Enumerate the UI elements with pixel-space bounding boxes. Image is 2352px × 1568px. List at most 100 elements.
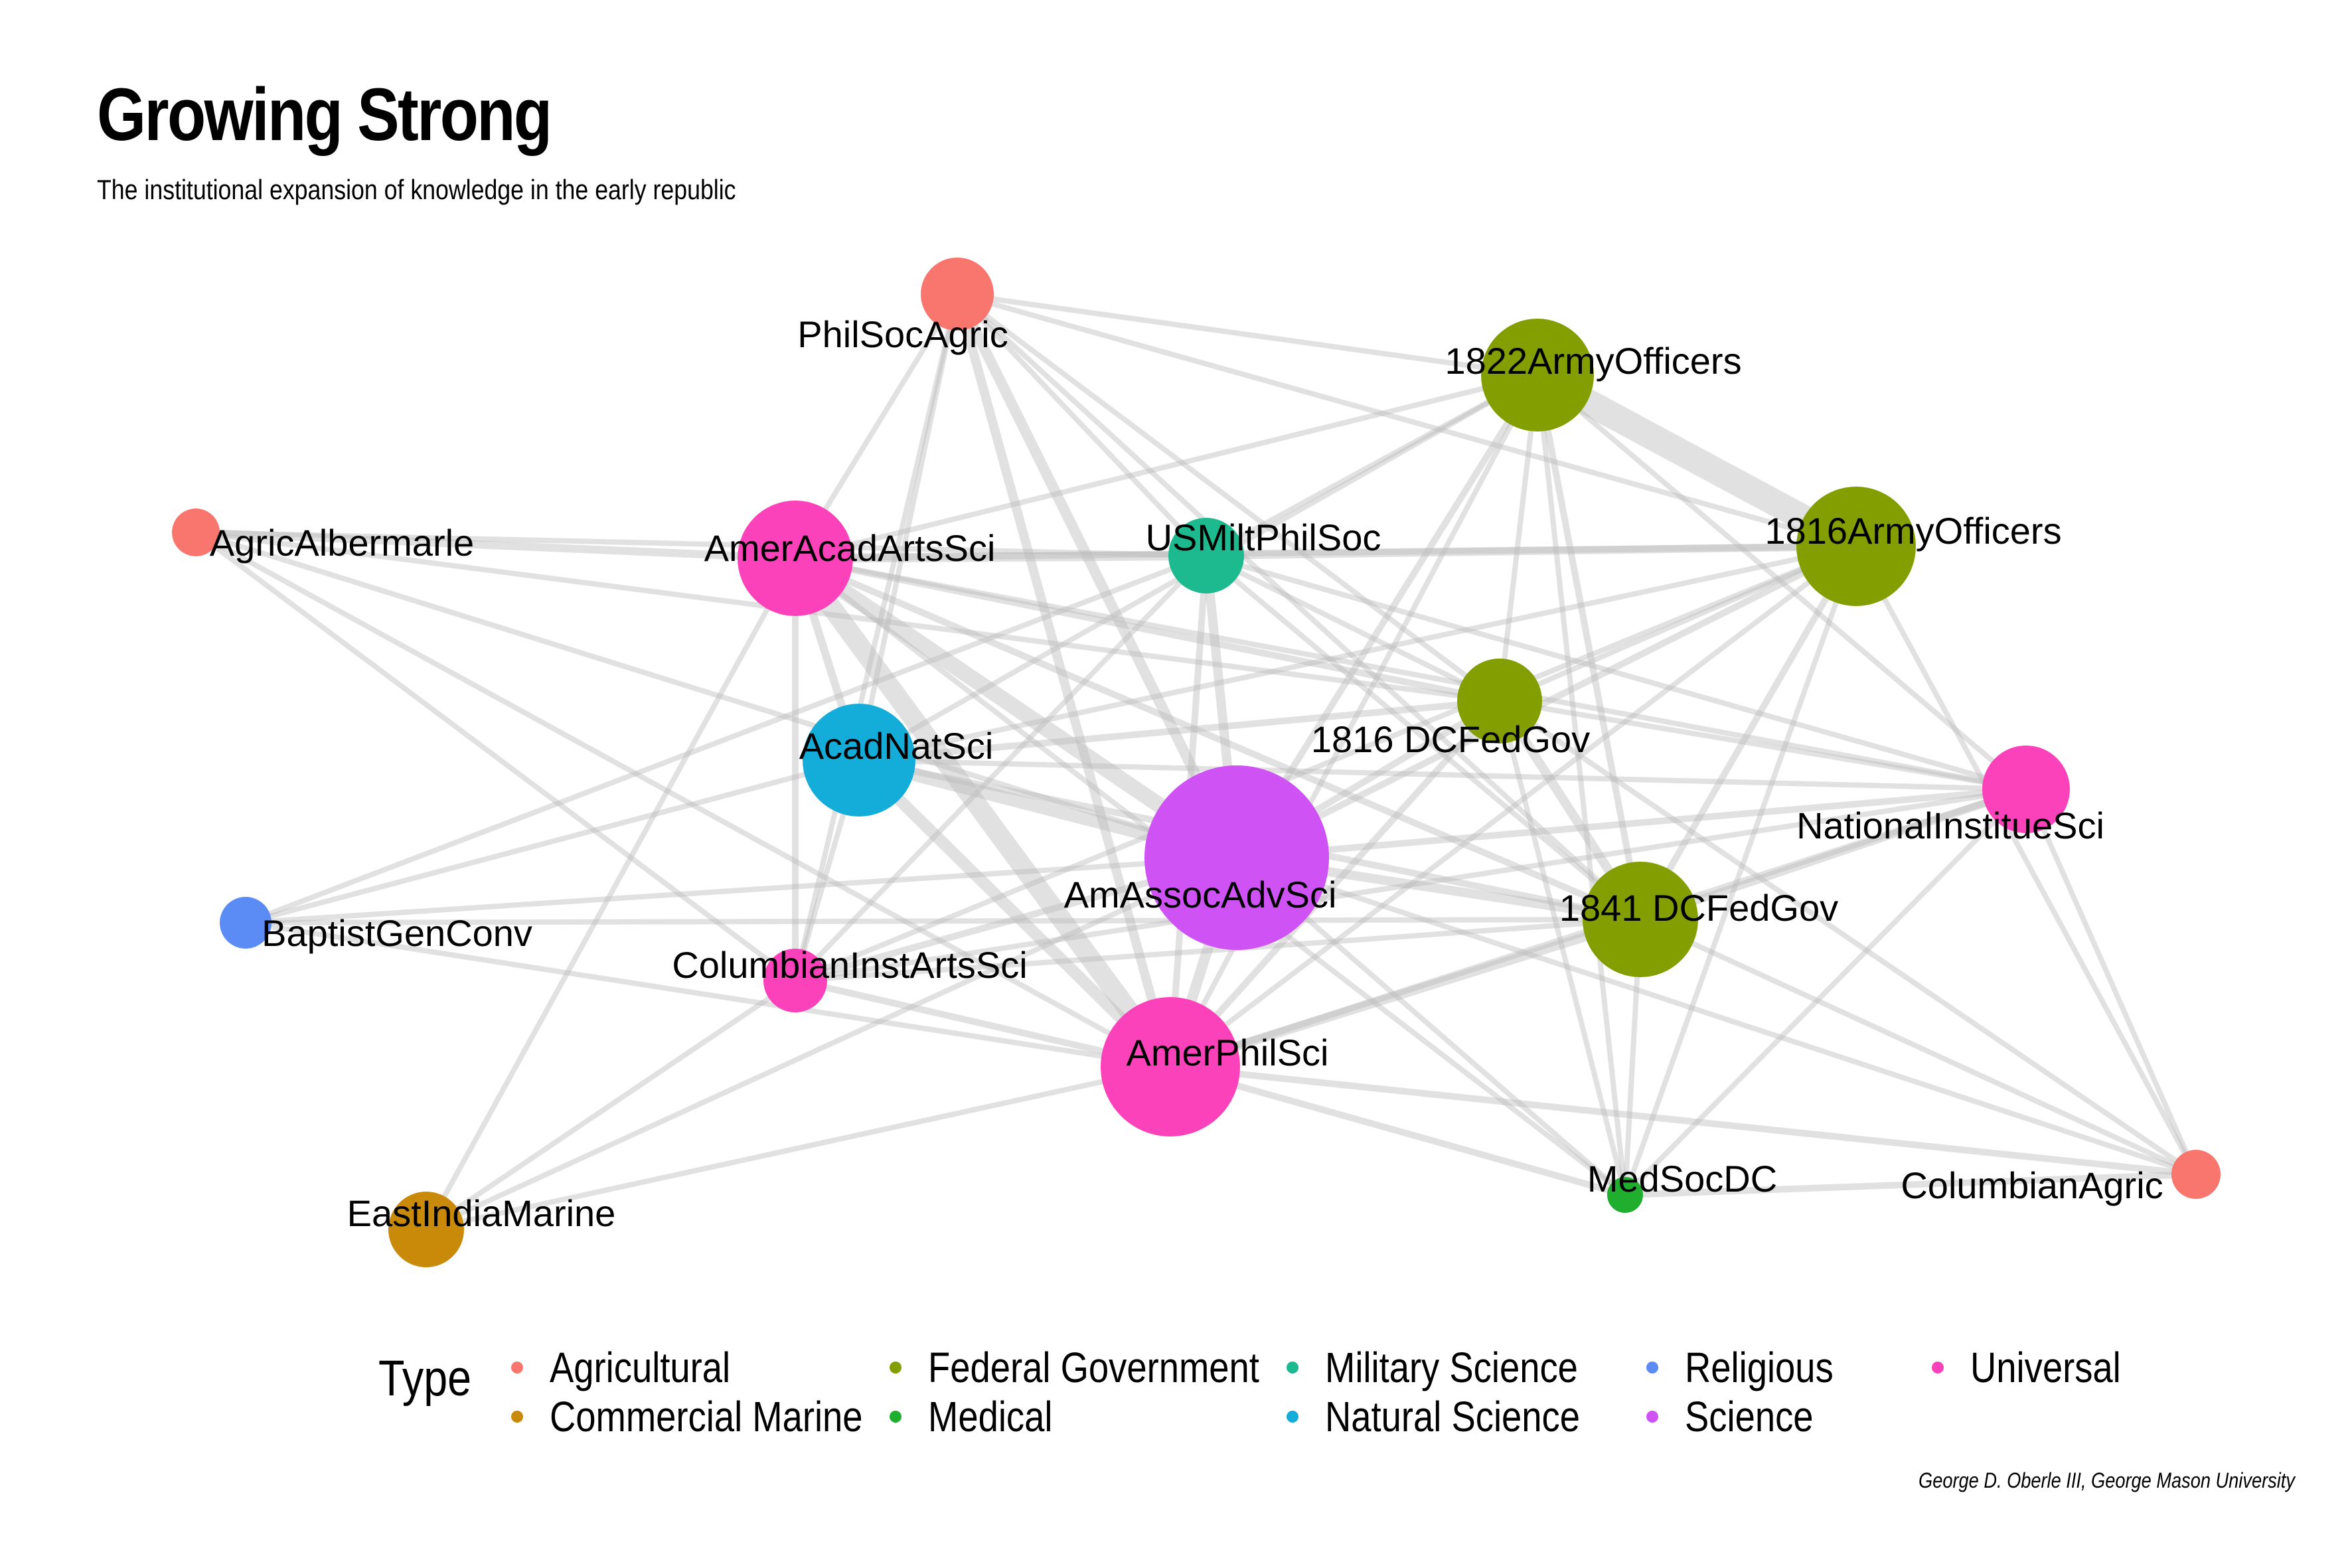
edge bbox=[245, 855, 1237, 925]
edge bbox=[1499, 698, 2027, 792]
legend-label: Military Science bbox=[1325, 1344, 1578, 1391]
edge bbox=[957, 291, 1538, 378]
node-nationalinstituesci bbox=[1982, 745, 2070, 833]
edge bbox=[955, 292, 1642, 921]
legend-item: Agricultural bbox=[511, 1343, 762, 1392]
edge bbox=[1168, 698, 1502, 1069]
edge bbox=[245, 917, 1641, 925]
edge bbox=[1170, 1063, 2197, 1178]
edge bbox=[244, 757, 860, 925]
node-philsocagric bbox=[921, 258, 994, 331]
node-label: 1816ArmyOfficers bbox=[1764, 510, 2061, 552]
legend-label: Commercial Marine bbox=[550, 1393, 863, 1441]
edge bbox=[794, 555, 1642, 923]
node-label: EastIndiaMarine bbox=[347, 1192, 616, 1234]
node-label: AmerPhilSci bbox=[1127, 1032, 1329, 1073]
legend-label: Medical bbox=[928, 1393, 1053, 1441]
node-label: 1822ArmyOfficers bbox=[1445, 340, 1741, 382]
edge bbox=[1535, 374, 1628, 1196]
edge bbox=[1497, 700, 1628, 1196]
legend-dot-icon bbox=[890, 1411, 902, 1423]
edge bbox=[1206, 542, 1857, 560]
edge bbox=[787, 552, 1179, 1073]
legend-dot-icon bbox=[1287, 1362, 1298, 1373]
node-label: AmerAcadArtsSci bbox=[704, 527, 996, 569]
edge bbox=[956, 291, 1857, 549]
edge bbox=[1535, 372, 2028, 792]
edge bbox=[245, 920, 1171, 1069]
edge bbox=[1235, 855, 2197, 1177]
edge bbox=[856, 293, 960, 761]
label-layer: PhilSocAgric 1822ArmyOfficersAgricAlberma… bbox=[210, 313, 2163, 1234]
legend-item: Military Science bbox=[1287, 1343, 1622, 1392]
edge bbox=[1531, 363, 1863, 558]
node-label: NationalInstitueSci bbox=[1796, 805, 2104, 846]
edge bbox=[858, 698, 1500, 763]
node-usmiltphilsoc bbox=[1168, 518, 1244, 593]
edge bbox=[424, 557, 798, 1231]
edge bbox=[795, 551, 1207, 563]
legend-dot-icon bbox=[511, 1362, 523, 1373]
node-1816-dcfedgov bbox=[1457, 659, 1542, 744]
edge bbox=[195, 530, 1207, 558]
edge bbox=[1168, 544, 1858, 1069]
node-agricalbermarle bbox=[172, 509, 220, 556]
node-label: AgricAlbermarle bbox=[210, 522, 474, 564]
legend-title: Type bbox=[378, 1350, 472, 1407]
edge bbox=[955, 292, 1208, 558]
edge bbox=[795, 543, 1857, 562]
edge bbox=[795, 787, 2027, 983]
edge bbox=[793, 554, 1208, 982]
node-label: MedSocDC bbox=[1587, 1158, 1777, 1200]
node-baptistgenconv bbox=[220, 897, 272, 949]
node-label: PhilSocAgric bbox=[797, 313, 1008, 355]
edge bbox=[195, 530, 1238, 860]
edge bbox=[1639, 917, 2197, 1177]
edge bbox=[793, 293, 960, 981]
edge bbox=[195, 530, 1500, 704]
chart-subtitle: The institutional expansion of knowledge… bbox=[97, 174, 736, 205]
legend-label: Federal Government bbox=[928, 1344, 1259, 1391]
edge bbox=[1639, 785, 2027, 923]
node-layer bbox=[172, 258, 2221, 1267]
edge bbox=[424, 978, 797, 1232]
node-label: BaptistGenConv bbox=[262, 912, 532, 954]
node-amerphilsci bbox=[1101, 997, 1240, 1137]
edge bbox=[795, 917, 1641, 983]
node-columbianinstartssci bbox=[763, 949, 827, 1012]
edge bbox=[1235, 543, 1858, 861]
edge bbox=[1168, 915, 1642, 1071]
edge bbox=[1236, 786, 2027, 861]
legend-dot-icon bbox=[1646, 1362, 1658, 1373]
edge bbox=[1624, 1171, 2197, 1198]
edge bbox=[795, 372, 1538, 561]
edge bbox=[795, 555, 1500, 704]
legend-item: Federal Government bbox=[890, 1343, 1318, 1392]
legend-item: Science bbox=[1646, 1392, 1836, 1441]
legend-dot-icon bbox=[1932, 1362, 1944, 1373]
legend-item: Natural Science bbox=[1287, 1392, 1625, 1441]
edge bbox=[425, 855, 1238, 1232]
legend-dot-icon bbox=[890, 1362, 902, 1373]
edge bbox=[952, 291, 1242, 860]
legend-label: Science bbox=[1685, 1393, 1814, 1441]
edge bbox=[1205, 553, 2027, 792]
chart-title: Growing Strong bbox=[97, 73, 552, 156]
legend-dot-icon bbox=[1646, 1411, 1658, 1423]
edge bbox=[1623, 787, 2028, 1197]
edge bbox=[1853, 545, 2199, 1176]
legend-item: Universal bbox=[1932, 1343, 2148, 1392]
node-amassocadvsci bbox=[1144, 765, 1329, 950]
edge bbox=[1498, 698, 2198, 1177]
edge bbox=[1622, 545, 1859, 1196]
edge bbox=[195, 528, 796, 562]
node-1822armyofficers bbox=[1481, 319, 1594, 431]
edge bbox=[2023, 788, 2199, 1176]
edge bbox=[1637, 544, 1859, 921]
node-eastindiamarine bbox=[388, 1192, 464, 1267]
legend-dot-icon bbox=[1287, 1411, 1298, 1423]
legend-dot-icon bbox=[511, 1411, 523, 1423]
node-ameracadartssci bbox=[738, 501, 853, 616]
edge bbox=[1204, 553, 1642, 922]
